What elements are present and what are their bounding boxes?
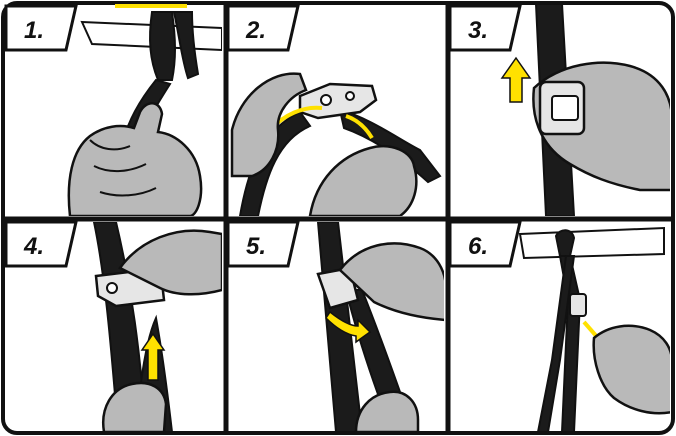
step-number-1: 1. [24,17,44,44]
step-number-6: 6. [468,233,488,260]
panel-step-3 [500,4,670,216]
panel-step-2 [230,72,442,216]
step-tag-5: 5. [226,220,300,268]
anchor-bar [518,226,665,260]
panel-step-4 [92,222,222,432]
step-tag-2: 2. [226,4,300,52]
buckle [569,293,587,317]
glove-hand-bottom [101,381,168,432]
step-tag-shape [448,220,522,268]
step-number-5: 5. [246,233,266,260]
pull-up-icon [500,56,532,103]
glove-hand-left [230,72,308,178]
pull-strap-icon [140,332,166,381]
step-tag-shape [4,4,78,52]
step-tag-4: 4. [4,220,78,268]
step-tag-3: 3. [448,4,522,52]
step-number-2: 2. [245,17,266,44]
step-number-4: 4. [23,233,44,260]
panel-step-5 [316,222,444,432]
feed-through-icon [325,310,372,344]
strap-loop-icon [149,11,200,81]
glove-hand [67,102,203,216]
panel-step-1 [67,4,222,216]
step-tag-1: 1. [4,4,78,52]
buckle-hole [345,91,355,101]
step-tag-shape [448,4,522,52]
yellow-arrow [345,114,374,140]
strap-loop [554,229,576,257]
glove-hand [338,242,444,322]
glove-finger [89,139,131,151]
step-tag-shape [226,220,300,268]
step-tag-shape [4,220,78,268]
yellow-tab [115,4,187,8]
step-number-3: 3. [468,17,488,44]
glove-hand-top [118,229,222,296]
buckle-hole [106,282,118,294]
step-tag-shape [226,4,300,52]
glove-hand-bottom [354,390,420,432]
strap-long-2 [536,255,576,432]
glove-finger [99,187,157,197]
buckle-inner [551,95,579,121]
buckle-hole [320,94,332,106]
glove-finger [93,163,147,172]
glove-hand [592,324,670,415]
step-tag-6: 6. [448,220,522,268]
panel-step-6 [518,226,670,432]
glove-hand-right [308,145,418,216]
